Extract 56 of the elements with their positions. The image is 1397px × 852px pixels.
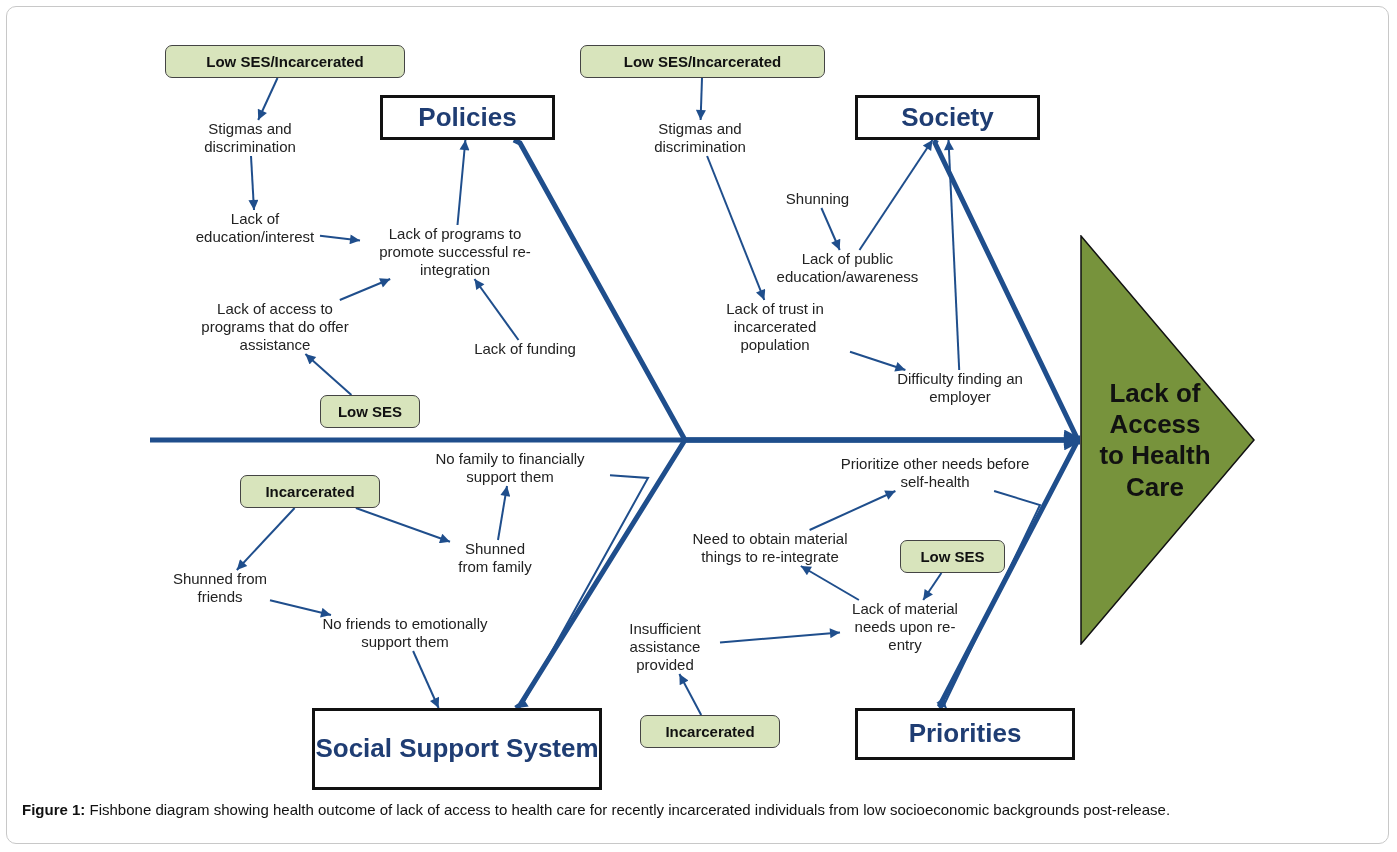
cause-label: Stigmas and discrimination: [640, 120, 760, 156]
arrow: [706, 155, 766, 301]
arrow: [943, 139, 961, 371]
arrow: [936, 490, 1042, 709]
cause-label: Lack of public education/awareness: [760, 250, 935, 286]
bone-arrow: [937, 434, 1081, 710]
arrow: [235, 507, 296, 571]
arrow: [248, 155, 259, 211]
cause-label: Shunned from family: [450, 540, 540, 576]
arrow: [412, 650, 440, 709]
arrow: [257, 77, 279, 121]
cause-label: Lack of education/interest: [190, 210, 320, 246]
cause-label: Lack of material needs upon re-entry: [840, 600, 970, 654]
arrow: [338, 278, 392, 301]
cause-label: Lack of trust in incarcerated population: [700, 300, 850, 354]
effect-triangle: [1080, 235, 1255, 645]
arrow: [678, 673, 703, 716]
arrow: [719, 628, 841, 644]
cause-label: Shunned from friends: [170, 570, 270, 606]
arrow: [497, 485, 511, 541]
effect-label: Lack of Access to Health Care: [1098, 377, 1212, 503]
cause-label: Shunning: [780, 190, 855, 208]
arrow: [799, 565, 860, 601]
cause-label: Need to obtain material things to re-integrate: [690, 530, 850, 566]
arrow: [304, 353, 353, 396]
cause-label: Insufficient assistance provided: [610, 620, 720, 674]
cause-label: No family to financially support them: [410, 450, 610, 486]
risk-factor-box: Low SES: [900, 540, 1005, 573]
risk-factor-box: Incarcerated: [240, 475, 380, 508]
arrow: [858, 139, 934, 251]
category-box: Society: [855, 95, 1040, 140]
risk-factor-box: Low SES: [320, 395, 420, 428]
cause-label: Lack of programs to promote successful re-integration: [360, 225, 550, 279]
cause-label: Prioritize other needs before self-health: [840, 455, 1030, 491]
figure-caption: Figure 1: Fishbone diagram showing health outcome of lack of access to health care for recently incarcerated individuals from low socioeconomic backgrounds post-release.: [22, 800, 1172, 820]
arrow: [922, 572, 943, 601]
arrow: [354, 507, 451, 544]
arrow: [269, 599, 332, 618]
cause-label: Lack of access to programs that do offer assistance: [190, 300, 360, 354]
category-box: Priorities: [855, 708, 1075, 760]
risk-factor-box: Low SES/Incarcerated: [580, 45, 825, 78]
arrow: [695, 77, 706, 121]
cause-label: No friends to emotionally support them: [300, 615, 510, 651]
category-box: Social Support System: [312, 708, 602, 790]
category-box: Policies: [380, 95, 555, 140]
cause-label: Lack of funding: [470, 340, 580, 358]
arrow: [849, 350, 907, 372]
cause-label: Difficulty finding an employer: [890, 370, 1030, 406]
arrow: [808, 490, 897, 531]
arrow: [820, 207, 841, 251]
risk-factor-box: Incarcerated: [640, 715, 780, 748]
arrow: [473, 278, 520, 341]
cause-label: Stigmas and discrimination: [190, 120, 310, 156]
risk-factor-box: Low SES/Incarcerated: [165, 45, 405, 78]
arrow: [319, 234, 361, 245]
arrow: [456, 139, 470, 226]
